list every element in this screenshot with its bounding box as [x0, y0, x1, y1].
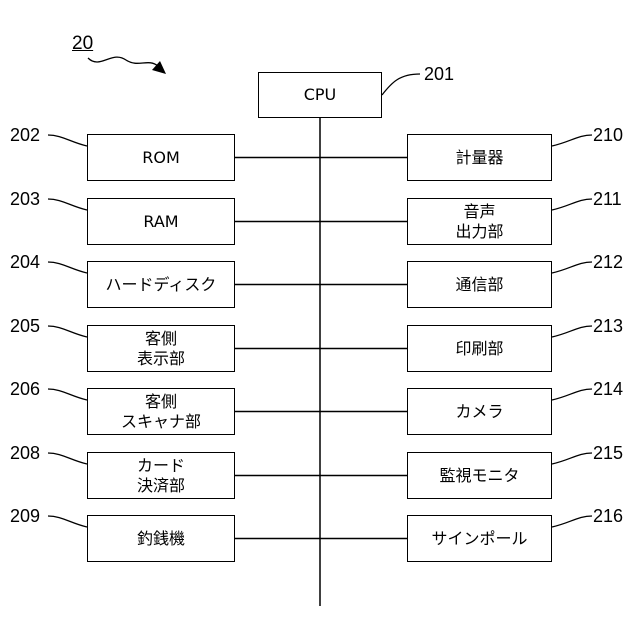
leader-line-204	[48, 262, 87, 273]
block-label: 釣銭機	[137, 529, 185, 549]
right-block-214: カメラ	[407, 388, 552, 435]
block-ref-214: 214	[593, 379, 623, 400]
right-block-216: サインポール	[407, 515, 552, 562]
block-label: ハードディスク	[106, 275, 217, 295]
right-block-215: 監視モニタ	[407, 452, 552, 499]
block-ref-206: 206	[10, 379, 40, 400]
leader-line-210	[552, 135, 592, 146]
left-block-206: 客側 スキャナ部	[87, 388, 235, 435]
leader-line-202	[48, 135, 87, 146]
leader-line-206	[48, 389, 87, 400]
leader-line-211	[552, 199, 592, 210]
block-ref-211: 211	[593, 189, 622, 210]
block-label: カメラ	[455, 402, 503, 422]
leader-line-208	[48, 453, 87, 464]
block-label: 計量器	[455, 148, 503, 168]
cpu-label: CPU	[304, 85, 337, 105]
block-label: ROM	[142, 148, 180, 168]
left-block-204: ハードディスク	[87, 261, 235, 308]
right-block-213: 印刷部	[407, 325, 552, 372]
figure-arrow	[88, 57, 158, 66]
block-label: サインポール	[431, 529, 527, 549]
block-label: カード 決済部	[137, 456, 185, 496]
block-ref-205: 205	[10, 316, 40, 337]
block-label: 客側 表示部	[137, 329, 185, 369]
block-label: 音声 出力部	[455, 202, 503, 242]
block-ref-212: 212	[593, 252, 623, 273]
left-block-202: ROM	[87, 134, 235, 181]
block-ref-204: 204	[10, 252, 40, 273]
block-label: 通信部	[455, 275, 503, 295]
right-block-210: 計量器	[407, 134, 552, 181]
left-block-205: 客側 表示部	[87, 325, 235, 372]
figure-arrowhead	[152, 61, 166, 74]
cpu-leader-line	[382, 74, 420, 95]
leader-line-209	[48, 516, 87, 527]
leader-line-213	[552, 326, 592, 337]
cpu-box: CPU	[258, 72, 382, 118]
block-ref-213: 213	[593, 316, 623, 337]
leader-line-212	[552, 262, 592, 273]
block-label: 監視モニタ	[439, 466, 519, 486]
block-label: 印刷部	[455, 339, 503, 359]
block-label: RAM	[143, 212, 178, 232]
block-ref-202: 202	[10, 125, 40, 146]
leader-line-216	[552, 516, 592, 527]
left-block-208: カード 決済部	[87, 452, 235, 499]
leader-line-215	[552, 453, 592, 464]
block-ref-216: 216	[593, 506, 623, 527]
block-label: 客側 スキャナ部	[121, 392, 201, 432]
block-ref-203: 203	[10, 189, 40, 210]
block-ref-210: 210	[593, 125, 623, 146]
right-block-212: 通信部	[407, 261, 552, 308]
left-block-203: RAM	[87, 198, 235, 245]
block-ref-208: 208	[10, 443, 40, 464]
leader-line-205	[48, 326, 87, 337]
left-block-209: 釣銭機	[87, 515, 235, 562]
leader-line-214	[552, 389, 592, 400]
block-ref-215: 215	[593, 443, 623, 464]
right-block-211: 音声 出力部	[407, 198, 552, 245]
cpu-ref: 201	[424, 64, 454, 85]
leader-line-203	[48, 199, 87, 210]
block-ref-209: 209	[10, 506, 40, 527]
figure-label: 20	[72, 33, 93, 55]
